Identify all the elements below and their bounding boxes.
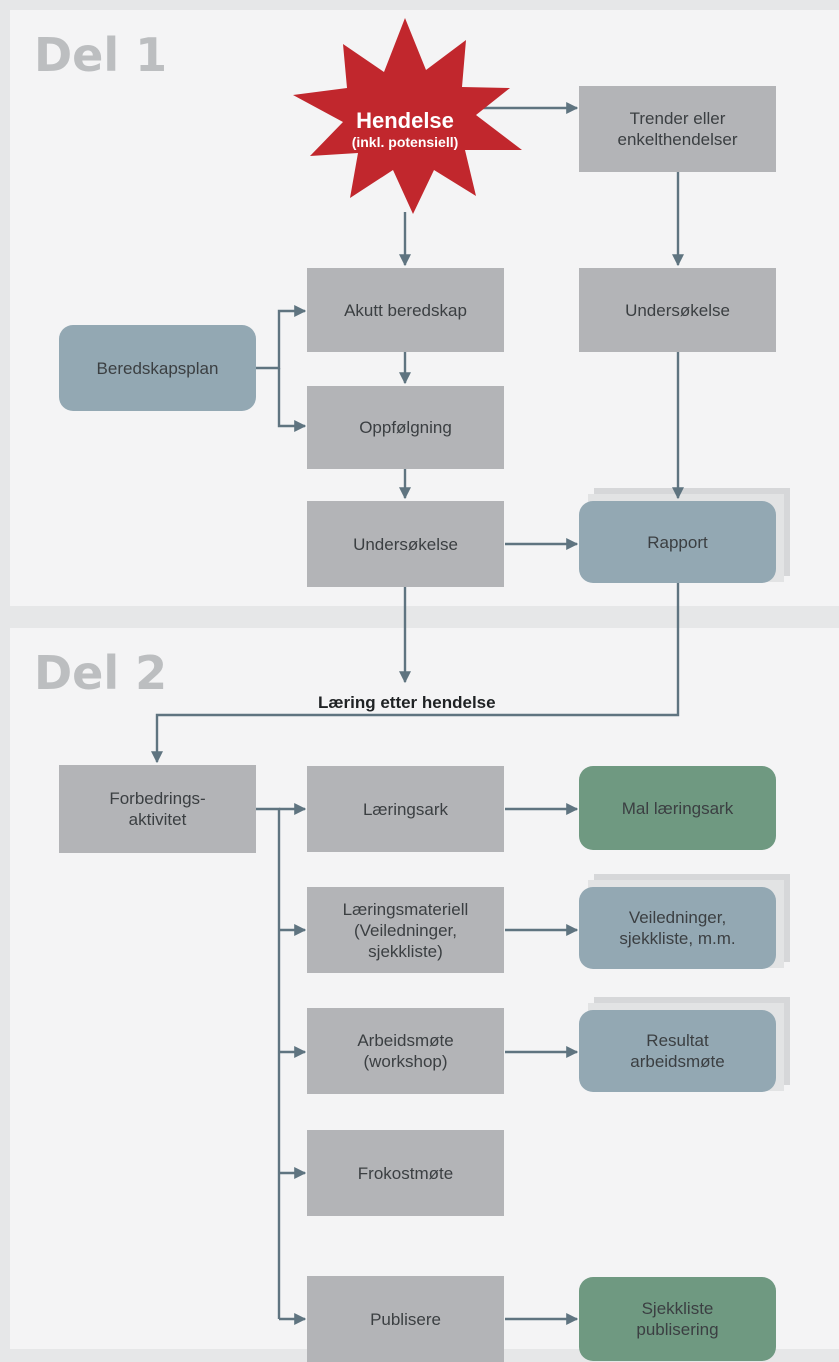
part-2-title: Del 2 <box>34 646 168 700</box>
learning-sheet-box: Læringsark <box>307 766 504 852</box>
connector-report-improvement <box>151 583 680 764</box>
connector-plan-acute <box>256 305 307 370</box>
event-starburst <box>293 18 522 214</box>
workshop-box: Arbeidsmøte (workshop) <box>307 1008 504 1094</box>
improvement-activity-box: Forbedrings- aktivitet <box>59 765 256 853</box>
publish-checklist-box: Sjekkliste publisering <box>579 1277 776 1361</box>
learning-after-event-label: Læring etter hendelse <box>318 693 496 712</box>
connector-improvement-trunk <box>256 807 281 1319</box>
part-1-title: Del 1 <box>34 28 168 82</box>
connector-plan-followup <box>277 368 307 432</box>
workshop-result-box: Resultat arbeidsmøte <box>579 1010 776 1092</box>
report-box: Rapport <box>579 501 776 583</box>
publish-box: Publisere <box>307 1276 504 1362</box>
preparedness-plan-box: Beredskapsplan <box>59 325 256 411</box>
guides-box: Veiledninger, sjekkliste, m.m. <box>579 887 776 969</box>
follow-up-box: Oppfølgning <box>307 386 504 469</box>
investigation-right-box: Undersøkelse <box>579 268 776 352</box>
investigation-left-box: Undersøkelse <box>307 501 504 587</box>
acute-preparedness-box: Akutt beredskap <box>307 268 504 352</box>
template-learning-sheet-box: Mal læringsark <box>579 766 776 850</box>
trends-box: Trender eller enkelthendelser <box>579 86 776 172</box>
lunch-meeting-box: Frokostmøte <box>307 1130 504 1216</box>
part-2-panel <box>10 628 839 1349</box>
event-label: Hendelse (inkl. potensiell) <box>330 108 480 151</box>
event-subtitle: (inkl. potensiell) <box>351 134 459 150</box>
event-title: Hendelse <box>356 108 454 133</box>
learning-material-box: Læringsmateriell (Veiledninger, sjekklis… <box>307 887 504 973</box>
